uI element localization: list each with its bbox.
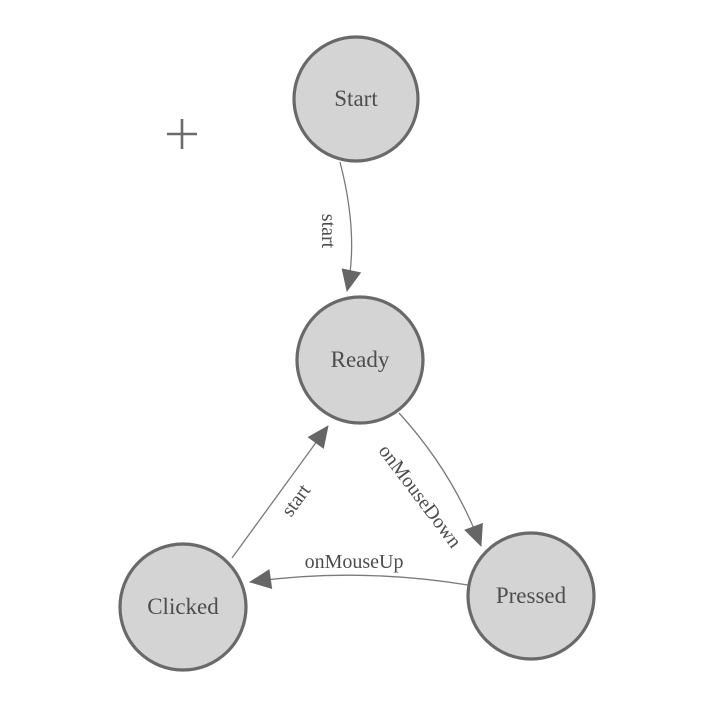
- node-ready-circle[interactable]: [295, 295, 425, 425]
- node-pressed-circle[interactable]: [466, 531, 596, 661]
- node-start-circle[interactable]: [292, 35, 420, 163]
- node-start[interactable]: Start: [292, 35, 420, 163]
- node-ready[interactable]: Ready: [295, 295, 425, 425]
- edge-pressed-to-clicked-label: onMouseUp: [305, 551, 404, 573]
- node-clicked-circle[interactable]: [118, 542, 248, 672]
- node-clicked[interactable]: Clicked: [118, 542, 248, 672]
- edge-start-to-ready[interactable]: [339, 161, 362, 292]
- node-clicked-label: Clicked: [147, 594, 219, 619]
- node-ready-label: Ready: [331, 347, 390, 372]
- node-pressed-label: Pressed: [496, 583, 567, 608]
- plus-cursor-icon: [167, 119, 197, 149]
- edge-clicked-to-ready[interactable]: [231, 425, 329, 559]
- node-pressed[interactable]: Pressed: [466, 531, 596, 661]
- node-start-label: Start: [334, 86, 378, 111]
- edge-start-to-ready-label: start: [317, 214, 339, 249]
- edge-pressed-to-clicked[interactable]: [249, 569, 469, 589]
- edge-ready-to-pressed[interactable]: [398, 412, 483, 547]
